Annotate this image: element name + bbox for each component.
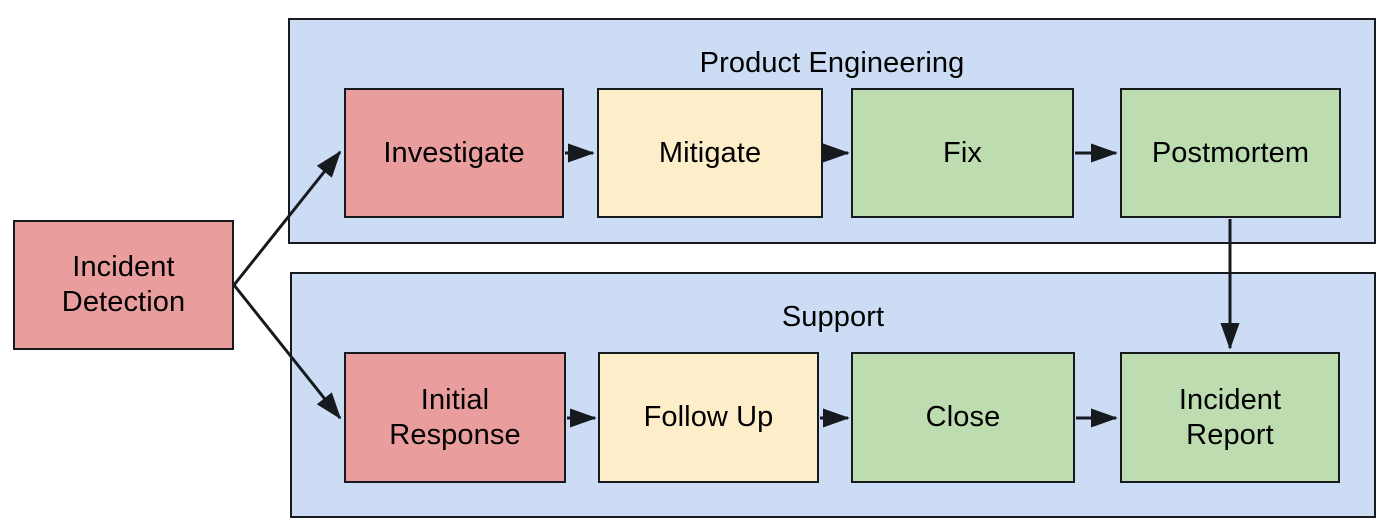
swimlane-product-engineering-title: Product Engineering	[699, 47, 965, 79]
node-postmortem[interactable]: Postmortem	[1120, 88, 1341, 218]
node-incident-report[interactable]: Incident Report	[1120, 352, 1340, 483]
node-initial-response[interactable]: Initial Response	[344, 352, 566, 483]
node-follow-up[interactable]: Follow Up	[598, 352, 819, 483]
node-investigate[interactable]: Investigate	[344, 88, 564, 218]
node-close[interactable]: Close	[851, 352, 1075, 483]
swimlane-support-title: Support	[781, 301, 885, 333]
node-incident-detection[interactable]: Incident Detection	[13, 220, 234, 350]
node-fix[interactable]: Fix	[851, 88, 1074, 218]
node-mitigate[interactable]: Mitigate	[597, 88, 823, 218]
